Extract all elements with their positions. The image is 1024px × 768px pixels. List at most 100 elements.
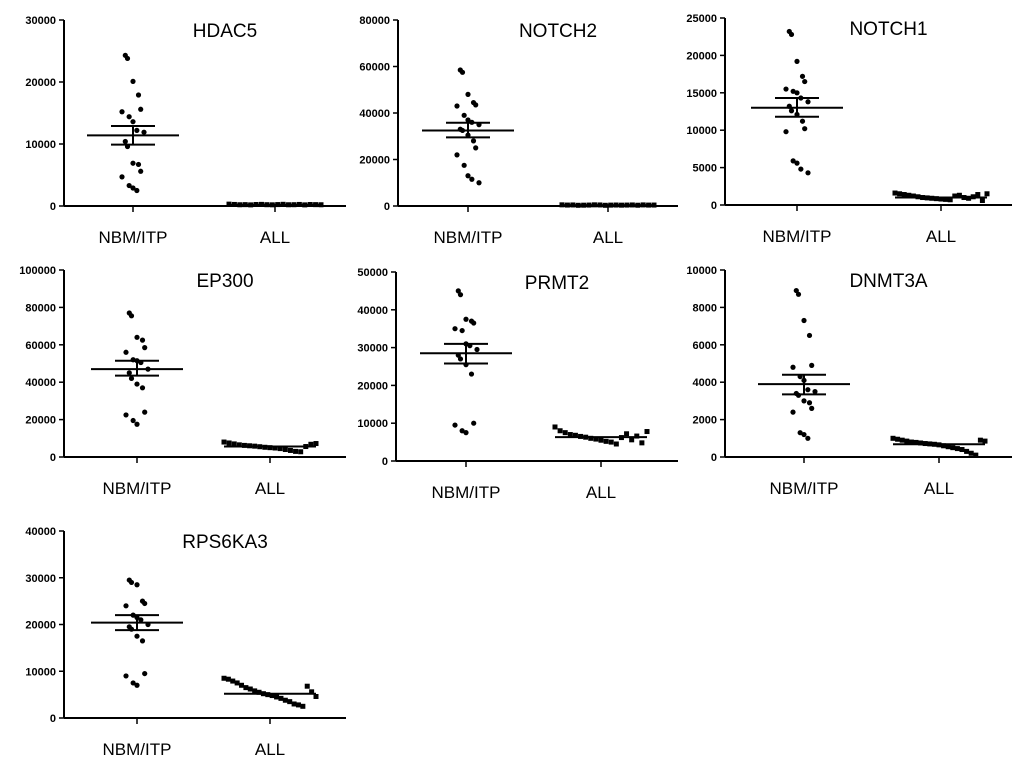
data-point bbox=[802, 126, 808, 132]
data-point bbox=[805, 99, 811, 105]
data-point bbox=[552, 424, 558, 430]
data-point bbox=[126, 114, 132, 120]
data-point bbox=[267, 445, 273, 451]
data-point bbox=[465, 173, 471, 179]
y-tick-label: 40000 bbox=[25, 377, 56, 389]
x-category-label: ALL bbox=[255, 479, 285, 498]
data-point bbox=[793, 287, 799, 294]
data-point bbox=[461, 112, 467, 118]
data-point bbox=[806, 332, 813, 339]
data-point bbox=[298, 449, 304, 455]
data-point bbox=[471, 320, 477, 326]
y-tick-label: 25000 bbox=[686, 13, 717, 25]
data-point bbox=[119, 109, 125, 115]
data-point bbox=[128, 579, 135, 586]
data-point bbox=[134, 381, 140, 387]
data-point bbox=[892, 190, 898, 196]
data-point bbox=[945, 444, 951, 450]
data-point bbox=[593, 436, 599, 442]
y-tick-label: 60000 bbox=[359, 62, 390, 74]
data-point bbox=[221, 439, 227, 445]
data-point bbox=[141, 129, 147, 135]
data-point bbox=[295, 702, 301, 708]
chart-title: NOTCH2 bbox=[519, 21, 597, 42]
data-point bbox=[452, 422, 458, 428]
data-point bbox=[119, 174, 125, 180]
data-point bbox=[221, 675, 227, 681]
data-point bbox=[455, 288, 461, 294]
y-tick-label: 20000 bbox=[686, 50, 717, 62]
data-point bbox=[457, 356, 464, 362]
data-point bbox=[291, 701, 297, 707]
data-point bbox=[454, 103, 460, 109]
x-category-label: NBM/ITP bbox=[103, 479, 172, 498]
x-category-label: NBM/ITP bbox=[99, 228, 168, 247]
data-point bbox=[313, 693, 319, 699]
data-point bbox=[608, 439, 614, 445]
data-point bbox=[901, 192, 907, 198]
y-tick-label: 0 bbox=[50, 452, 56, 464]
x-category-label: NBM/ITP bbox=[432, 483, 501, 502]
data-point bbox=[598, 437, 604, 443]
data-point bbox=[138, 168, 144, 174]
data-point bbox=[126, 370, 132, 376]
data-point bbox=[459, 428, 465, 434]
data-point bbox=[634, 433, 640, 439]
y-tick-label: 80000 bbox=[359, 15, 390, 27]
y-tick-label: 100000 bbox=[19, 265, 56, 277]
data-point bbox=[557, 428, 563, 434]
data-point bbox=[243, 685, 249, 691]
data-point bbox=[629, 437, 635, 443]
data-point bbox=[899, 437, 905, 443]
y-tick-label: 0 bbox=[711, 452, 717, 464]
data-point bbox=[795, 291, 802, 297]
data-point bbox=[130, 185, 136, 191]
data-point bbox=[130, 160, 136, 166]
data-point bbox=[134, 682, 140, 688]
data-point bbox=[603, 438, 609, 444]
data-point bbox=[799, 118, 806, 124]
data-point bbox=[473, 102, 479, 108]
y-tick-label: 40000 bbox=[357, 305, 388, 317]
data-point bbox=[471, 420, 477, 426]
data-point bbox=[293, 448, 299, 454]
y-tick-label: 0 bbox=[50, 713, 56, 725]
data-point bbox=[906, 192, 912, 198]
y-tick-label: 50000 bbox=[357, 267, 388, 279]
data-point bbox=[304, 683, 310, 689]
data-point bbox=[282, 697, 288, 703]
y-tick-label: 30000 bbox=[25, 15, 56, 27]
data-point bbox=[231, 441, 237, 447]
data-point bbox=[130, 78, 136, 84]
data-point bbox=[459, 327, 465, 334]
data-point bbox=[469, 176, 475, 182]
data-point bbox=[943, 196, 949, 202]
data-point bbox=[639, 440, 645, 446]
data-point bbox=[918, 440, 924, 446]
data-point bbox=[474, 346, 480, 353]
y-tick-label: 20000 bbox=[359, 155, 390, 167]
data-point bbox=[794, 58, 800, 64]
data-point bbox=[465, 91, 471, 97]
data-point bbox=[122, 138, 128, 145]
data-point bbox=[805, 387, 811, 393]
data-point bbox=[226, 440, 232, 446]
data-point bbox=[134, 334, 140, 340]
data-point bbox=[783, 86, 789, 92]
data-point bbox=[135, 92, 142, 98]
data-point bbox=[313, 441, 319, 447]
data-point bbox=[805, 435, 811, 441]
data-point bbox=[790, 364, 796, 370]
y-tick-label: 20000 bbox=[25, 77, 56, 89]
data-point bbox=[904, 438, 910, 444]
data-point bbox=[624, 431, 630, 437]
data-point bbox=[938, 196, 944, 202]
chart-title: DNMT3A bbox=[849, 271, 927, 292]
x-category-label: ALL bbox=[260, 228, 290, 247]
data-point bbox=[984, 191, 990, 197]
x-category-label: NBM/ITP bbox=[770, 479, 839, 498]
